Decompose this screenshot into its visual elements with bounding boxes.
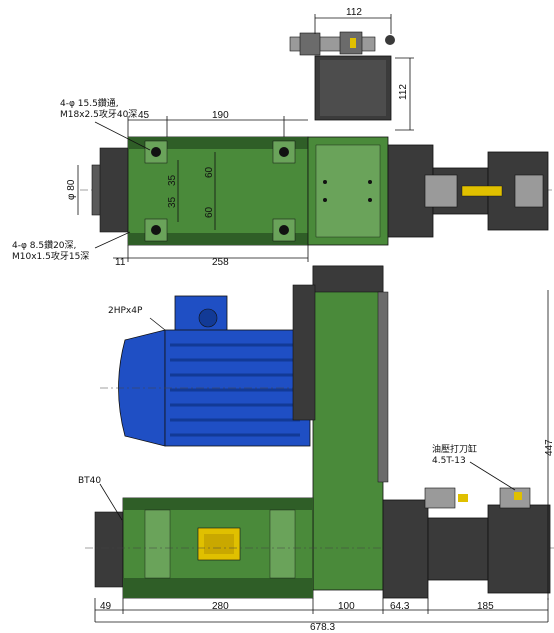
dim-top-height: 112 xyxy=(398,84,409,100)
drawbar-tube-side xyxy=(427,517,489,581)
dim-45: 45 xyxy=(138,110,150,121)
motor-fan-cover xyxy=(118,329,166,447)
dim-185: 185 xyxy=(477,601,494,612)
plan-view: 45 190 60 60 35 35 φ 80 11 258 4-φ 15.5鑽… xyxy=(12,97,554,268)
dim-100: 100 xyxy=(338,601,355,612)
top-small-view: 112 112 xyxy=(289,7,414,131)
spindle-flange-plan xyxy=(99,147,131,233)
dim-49: 49 xyxy=(100,601,112,612)
valve-indicator xyxy=(350,38,356,48)
hole-callout-1-line2: M18x2.5攻牙40深 xyxy=(60,108,137,120)
valve-plan-a xyxy=(424,174,458,208)
valve-plan-indicator xyxy=(461,185,503,197)
dim-190: 190 xyxy=(212,110,229,121)
dim-11: 11 xyxy=(115,257,126,268)
dim-60b: 60 xyxy=(204,206,215,218)
cylinder-side xyxy=(487,504,551,594)
bolt-hole-4 xyxy=(279,225,289,235)
rear-housing-side xyxy=(382,499,429,599)
dim-678-3: 678.3 xyxy=(310,622,335,633)
bolt-hole-1 xyxy=(151,147,161,157)
vertical-column xyxy=(312,265,384,591)
housing-side-top-band xyxy=(123,498,313,510)
spindle-nose-side xyxy=(94,511,124,588)
dim-447: 447 xyxy=(544,439,554,456)
cylinder-label-line2: 4.5T-13 xyxy=(432,456,466,466)
dim-64-3: 64.3 xyxy=(390,601,410,612)
spindle-label: BT40 xyxy=(78,476,101,486)
side-view: 2HPx4P BT40 油壓打刀缸 4.5T-13 447 xyxy=(78,265,554,633)
hole-callout-2-line2: M10x1.5攻牙15深 xyxy=(12,250,89,262)
motor-body xyxy=(164,329,311,447)
bolt-hole-3 xyxy=(279,147,289,157)
hole-callout-2-line1: 4-φ 8.5鑽20深, xyxy=(12,239,76,251)
valve-side-a xyxy=(424,487,456,509)
fitting-knob xyxy=(385,35,395,45)
dim-280: 280 xyxy=(212,601,229,612)
cylinder-label-line1: 油壓打刀缸 xyxy=(432,443,477,455)
housing-side-bottom-band xyxy=(123,578,313,598)
dim-phi80: φ 80 xyxy=(66,179,77,200)
housing-top-band xyxy=(128,137,308,149)
dim-35a: 35 xyxy=(167,174,178,186)
dim-258: 258 xyxy=(212,257,229,268)
valve-plan-b xyxy=(514,174,544,208)
dim-60a: 60 xyxy=(204,166,215,178)
housing-bottom-band xyxy=(128,233,308,245)
bolt-hole-2 xyxy=(151,225,161,235)
cylinder-block-face xyxy=(320,60,386,116)
valve-block-a xyxy=(299,32,321,56)
motor-label: 2HPx4P xyxy=(108,306,143,316)
column-side-plate xyxy=(292,284,316,421)
column-top-cap xyxy=(312,265,384,293)
hole-callout-1-line1: 4-φ 15.5鑽通, xyxy=(60,97,119,109)
column-guide xyxy=(377,291,389,483)
dim-top-width: 112 xyxy=(346,7,362,18)
gearbox-face xyxy=(315,144,381,238)
dim-35b: 35 xyxy=(167,196,178,208)
